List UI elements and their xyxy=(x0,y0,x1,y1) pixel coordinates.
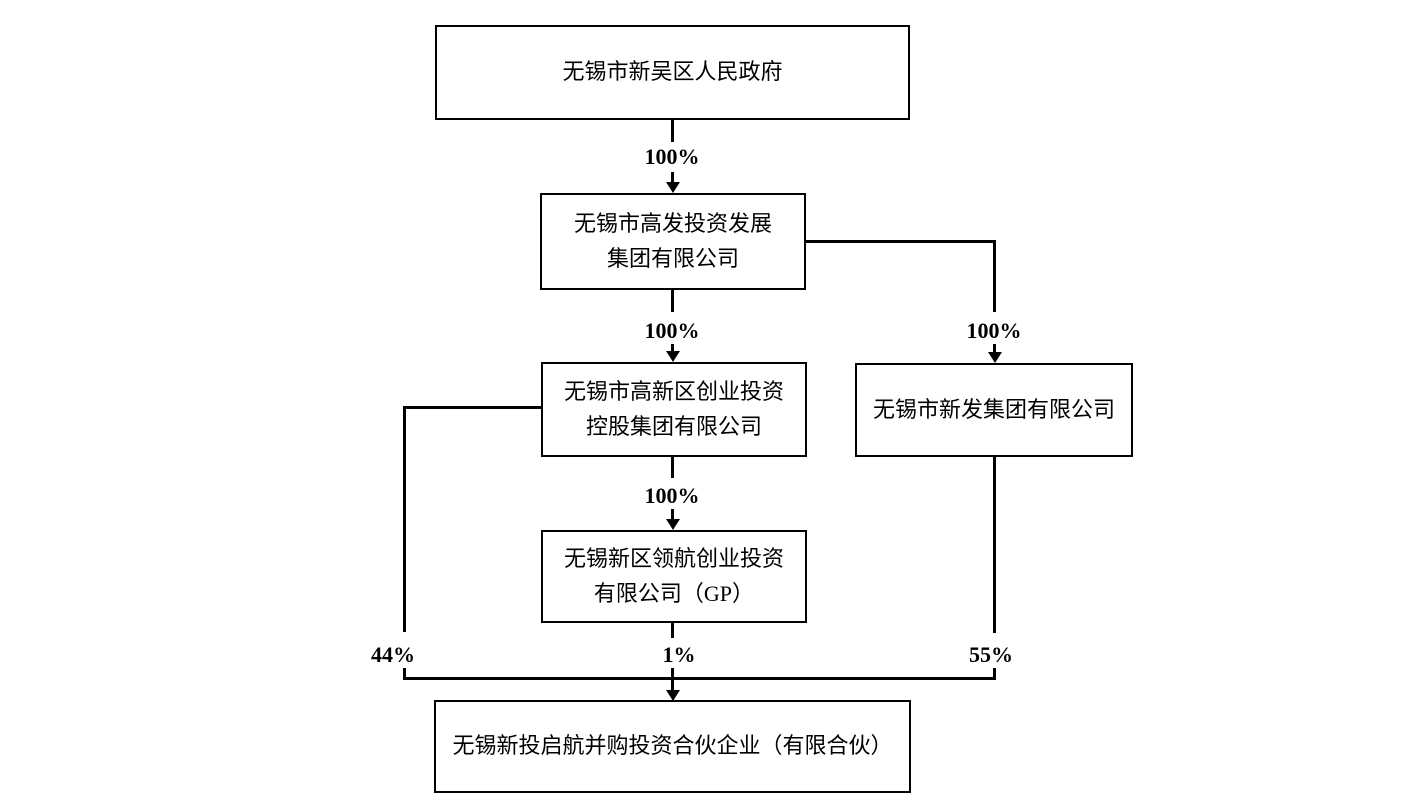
edge-gaofa-xinfa-line-horizontal xyxy=(806,240,996,243)
node-chuangtou-holding: 无锡市高新区创业投资 控股集团有限公司 xyxy=(541,362,807,457)
edge-chuangtou-linghang-percent: 100% xyxy=(644,483,700,508)
edge-gaofa-xinfa-line-vertical xyxy=(993,240,996,312)
edge-gov-gaofa-percent: 100% xyxy=(644,144,700,169)
node-gaofa-group-label: 无锡市高发投资发展 集团有限公司 xyxy=(573,211,772,271)
edge-gov-gaofa-line-bottom xyxy=(671,172,674,184)
node-government: 无锡市新吴区人民政府 xyxy=(435,25,910,120)
edge-chuangtou-linghang-line-bottom xyxy=(671,509,674,520)
node-linghang-gp: 无锡新区领航创业投资 有限公司（GP） xyxy=(541,530,807,623)
node-gaofa-group: 无锡市高发投资发展 集团有限公司 xyxy=(540,193,806,290)
edge-chuangtou-partnership-line-stub xyxy=(403,668,406,680)
edge-gaofa-chuangtou-percent: 100% xyxy=(644,318,700,343)
edge-collector-bus-line xyxy=(403,677,996,680)
edge-gov-gaofa-arrowhead-icon xyxy=(666,182,680,193)
edge-chuangtou-partnership-percent: 44% xyxy=(371,642,415,667)
edge-gaofa-xinfa-line-bottom xyxy=(993,344,996,353)
node-linghang-gp-label: 无锡新区领航创业投资 有限公司（GP） xyxy=(563,546,784,606)
edge-xinfa-partnership-line-vertical xyxy=(993,457,996,633)
node-chuangtou-holding-label: 无锡市高新区创业投资 控股集团有限公司 xyxy=(563,379,784,439)
edge-linghang-partnership-line-bottom xyxy=(671,668,674,692)
edge-gaofa-chuangtou-line-bottom xyxy=(671,344,674,352)
edge-chuangtou-partnership-line-horizontal xyxy=(403,406,541,409)
node-xinfa-group-label: 无锡市新发集团有限公司 xyxy=(872,396,1115,422)
edge-linghang-partnership-arrowhead-icon xyxy=(666,690,680,701)
node-partnership-label: 无锡新投启航并购投资合伙企业（有限合伙） xyxy=(452,733,893,759)
node-partnership: 无锡新投启航并购投资合伙企业（有限合伙） xyxy=(434,700,911,793)
edge-chuangtou-linghang-line-top xyxy=(671,457,674,478)
node-government-label: 无锡市新吴区人民政府 xyxy=(562,59,783,85)
edge-gaofa-xinfa-percent: 100% xyxy=(966,318,1022,343)
edge-gov-gaofa-line-top xyxy=(671,120,674,142)
edge-gaofa-chuangtou-line-top xyxy=(671,290,674,312)
edge-linghang-partnership-percent: 1% xyxy=(662,642,696,667)
edge-chuangtou-partnership-line-vertical xyxy=(403,406,406,632)
edge-linghang-partnership-line-top xyxy=(671,623,674,638)
node-xinfa-group: 无锡市新发集团有限公司 xyxy=(855,363,1133,457)
edge-xinfa-partnership-percent: 55% xyxy=(969,642,1013,667)
edge-gaofa-chuangtou-arrowhead-icon xyxy=(666,351,680,362)
edge-gaofa-xinfa-arrowhead-icon xyxy=(988,352,1002,363)
edge-xinfa-partnership-line-stub xyxy=(993,668,996,680)
edge-chuangtou-linghang-arrowhead-icon xyxy=(666,519,680,530)
